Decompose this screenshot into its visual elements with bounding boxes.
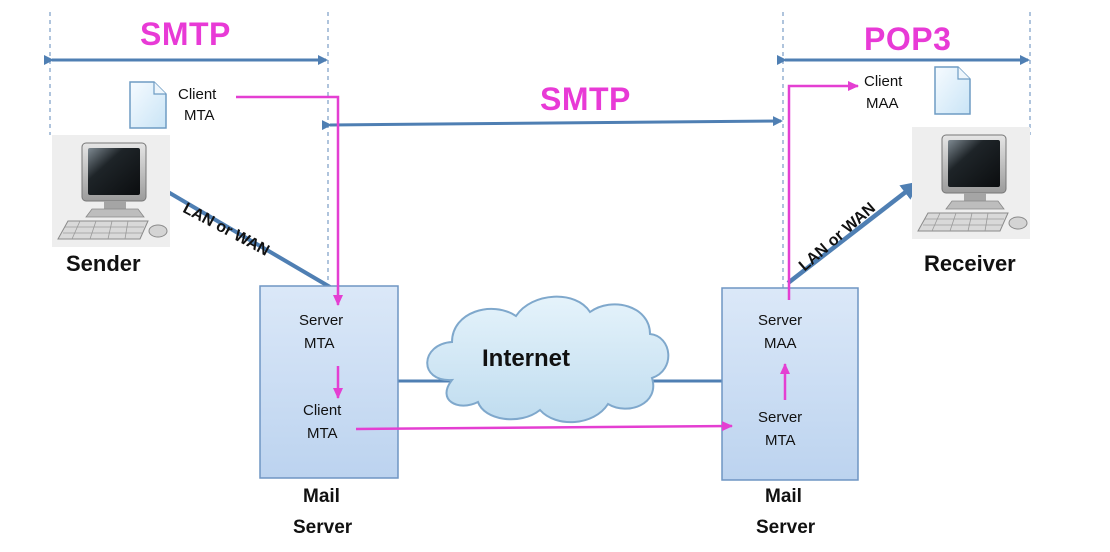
receiver-label: Receiver (924, 251, 1016, 276)
receiver-client-agent: MAA (866, 95, 899, 112)
left-server-bottom-role: Client (303, 402, 342, 419)
document-icon (934, 66, 971, 115)
right-server-top-agent: MAA (764, 335, 797, 352)
right-server-caption-line2: Server (756, 517, 816, 538)
server-maa-to-client-maa-flow (787, 81, 859, 300)
desktop-computer-icon (912, 127, 1030, 239)
receiver-client-role: Client (864, 73, 903, 90)
smtp-left-label: SMTP (140, 16, 231, 52)
internet-cloud (426, 295, 670, 424)
sender-to-server-flow (236, 95, 343, 306)
document-icon (129, 81, 167, 129)
right-server-caption-line1: Mail (765, 486, 802, 507)
left-server-bottom-agent: MTA (307, 425, 338, 442)
left-server-caption-line2: Server (293, 517, 353, 538)
pop3-right-label: POP3 (864, 21, 952, 57)
client-mta-to-server-mta-flow (355, 421, 733, 432)
left-mail-server-box (259, 285, 399, 479)
left-server-top-role: Server (299, 312, 344, 329)
sender-client-agent: MTA (184, 107, 215, 124)
right-mail-server-box (721, 287, 859, 481)
right-server-bottom-role: Server (758, 409, 803, 426)
smtp-middle-label: SMTP (540, 81, 631, 117)
message-flow-arrows (236, 81, 859, 432)
smtp-middle-span-arrow (321, 116, 783, 131)
sender-label: Sender (66, 251, 141, 276)
right-server-top-role: Server (758, 312, 803, 329)
right-server-bottom-agent: MTA (765, 432, 796, 449)
receiver-lan-link (786, 181, 920, 285)
internet-label: Internet (482, 345, 571, 372)
sender-lan-link (166, 190, 332, 289)
sender-client-role: Client (178, 86, 217, 103)
left-server-top-agent: MTA (304, 335, 335, 352)
left-server-caption-line1: Mail (303, 486, 340, 507)
desktop-computer-icon (52, 135, 170, 247)
